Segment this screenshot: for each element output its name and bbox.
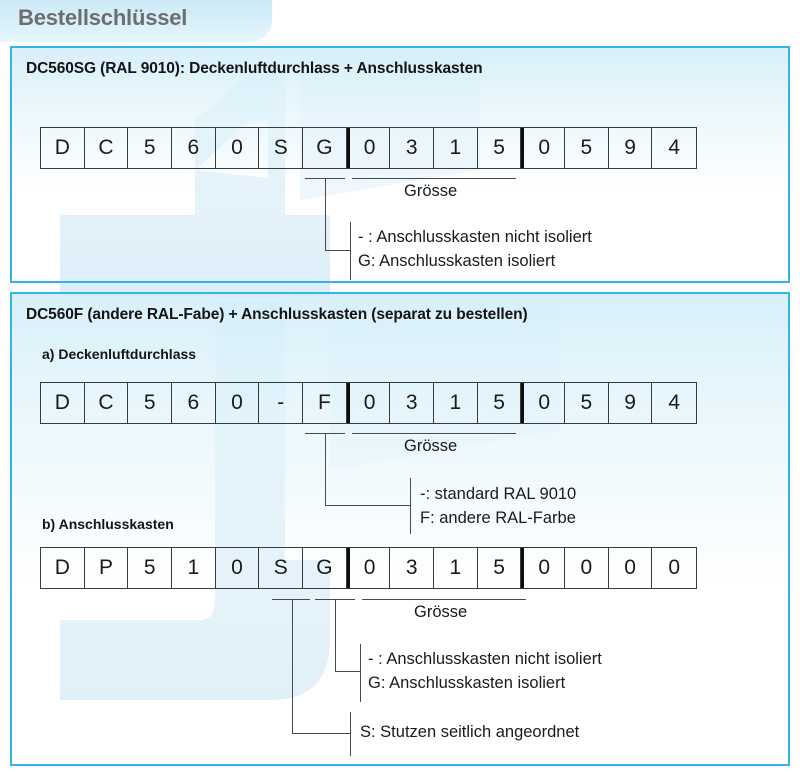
annotation-3-1: G: Anschlusskasten isoliert — [368, 674, 566, 692]
panel-1-title: DC560SG (RAL 9010): Deckenluftdurchlass … — [26, 60, 483, 77]
code-table-3-cell-2: 5 — [128, 548, 173, 588]
code-table-2-cell-5: - — [259, 383, 304, 423]
size-label-3: Grösse — [414, 603, 468, 621]
code-table-2-cell-10: 5 — [478, 383, 522, 423]
code-table-1-cell-11: 0 — [521, 128, 566, 168]
code-table-1-cell-2: 5 — [128, 128, 173, 168]
code-table-1-cell-8: 3 — [390, 128, 435, 168]
page-banner: Bestellschlüssel — [0, 0, 800, 42]
size-label-1: Grösse — [404, 182, 458, 200]
code-table-3-cell-14: 0 — [668, 556, 681, 579]
annotation-3-extra: S: Stutzen seitlich angeordnet — [360, 723, 580, 741]
code-table-1-cell-4: 0 — [216, 128, 260, 168]
panel-2-title: DC560F (andere RAL-Fabe) + Anschlusskast… — [26, 306, 528, 323]
banner-background-fade — [0, 0, 300, 42]
code-table-2-cell-13: 9 — [609, 383, 653, 423]
code-table-2-cell-3: 6 — [172, 383, 216, 423]
annotation-1-1: G: Anschlusskasten isoliert — [358, 252, 556, 270]
code-table-3-cell-12: 0 — [565, 548, 609, 588]
code-table-3-cell-3: 1 — [172, 548, 216, 588]
code-table-3-cell-5: S — [259, 548, 304, 588]
code-table-1-cell-6: G — [303, 128, 347, 168]
leader-size-underline-3 — [362, 599, 526, 600]
code-table-1-cell-13: 9 — [609, 128, 653, 168]
code-table-3-cell-13: 0 — [609, 548, 653, 588]
code-table-2-cell-7: 0 — [346, 383, 391, 423]
leader-size-underline-1 — [352, 178, 516, 179]
leader-foot-1a — [325, 250, 350, 251]
leader-drop-1a — [325, 178, 326, 250]
code-table-3-cell-4: 0 — [216, 548, 260, 588]
code-table-2-cell-12: 5 — [565, 383, 609, 423]
code-table-1-cell-7: 0 — [346, 128, 391, 168]
annotation-2-1: F: andere RAL-Farbe — [420, 509, 576, 527]
code-table-3-cell-8: 3 — [390, 548, 435, 588]
annotation-2-0: -: standard RAL 9010 — [420, 485, 577, 503]
code-table-3-cell-1: P — [85, 548, 129, 588]
code-table-2-cell-0: D — [41, 383, 85, 423]
leader-drop-2a — [325, 433, 326, 505]
code-table-3-cell-6: G — [303, 548, 347, 588]
code-table-1-cell-14: 4 — [668, 136, 681, 159]
code-table-1-cell-10: 5 — [478, 128, 522, 168]
code-table-2-cell-14: 4 — [668, 391, 681, 414]
annotation-1-0: - : Anschlusskasten nicht isoliert — [358, 228, 592, 246]
code-table-1-cell-1: C — [85, 128, 129, 168]
code-table-2-cell-1: C — [85, 383, 129, 423]
code-table-1-cell-3: 6 — [172, 128, 216, 168]
code-table-2-cell-8: 3 — [390, 383, 435, 423]
leader-foot-3b — [335, 671, 360, 672]
banner-background — [0, 0, 272, 42]
code-table-3-cell-0: D — [41, 548, 85, 588]
code-table-2-cell-4: 0 — [216, 383, 260, 423]
leader-bracket-2a — [410, 478, 411, 534]
leader-drop-3a — [292, 599, 293, 733]
code-table-2-cell-9: 1 — [434, 383, 478, 423]
leader-size-underline-2 — [352, 433, 516, 434]
code-table-3-cell-11: 0 — [521, 548, 566, 588]
code-table-3-cell-9: 1 — [434, 548, 478, 588]
code-table-1-cell-0: D — [41, 128, 85, 168]
code-table-1-cell-5: S — [259, 128, 304, 168]
code-table-2-cell-6: F — [303, 383, 347, 423]
leader-bracket-3b — [360, 644, 361, 702]
code-table-2-cell-2: 5 — [128, 383, 173, 423]
code-table-3-cell-10: 5 — [478, 548, 522, 588]
leader-bracket-1a — [350, 222, 351, 280]
code-table-2-cell-11: 0 — [521, 383, 566, 423]
code-table-3-cell-7: 0 — [346, 548, 391, 588]
leader-drop-3b — [335, 599, 336, 671]
page-title: Bestellschlüssel — [18, 5, 188, 30]
leader-tick-3a — [272, 599, 310, 600]
annotation-3-0: - : Anschlusskasten nicht isoliert — [368, 650, 602, 668]
leader-foot-3a — [292, 733, 350, 734]
size-label-2: Grösse — [404, 437, 458, 455]
section-b-label: b) Anschlusskasten — [42, 516, 174, 532]
code-table-1-cell-9: 1 — [434, 128, 478, 168]
leader-foot-2a — [325, 505, 410, 506]
code-table-1-cell-12: 5 — [565, 128, 609, 168]
section-a-label: a) Deckenluftdurchlass — [42, 346, 197, 362]
leader-bracket-3a — [350, 712, 351, 756]
panel-dc560f: DC560F (andere RAL-Fabe) + Anschlusskast… — [10, 292, 790, 766]
